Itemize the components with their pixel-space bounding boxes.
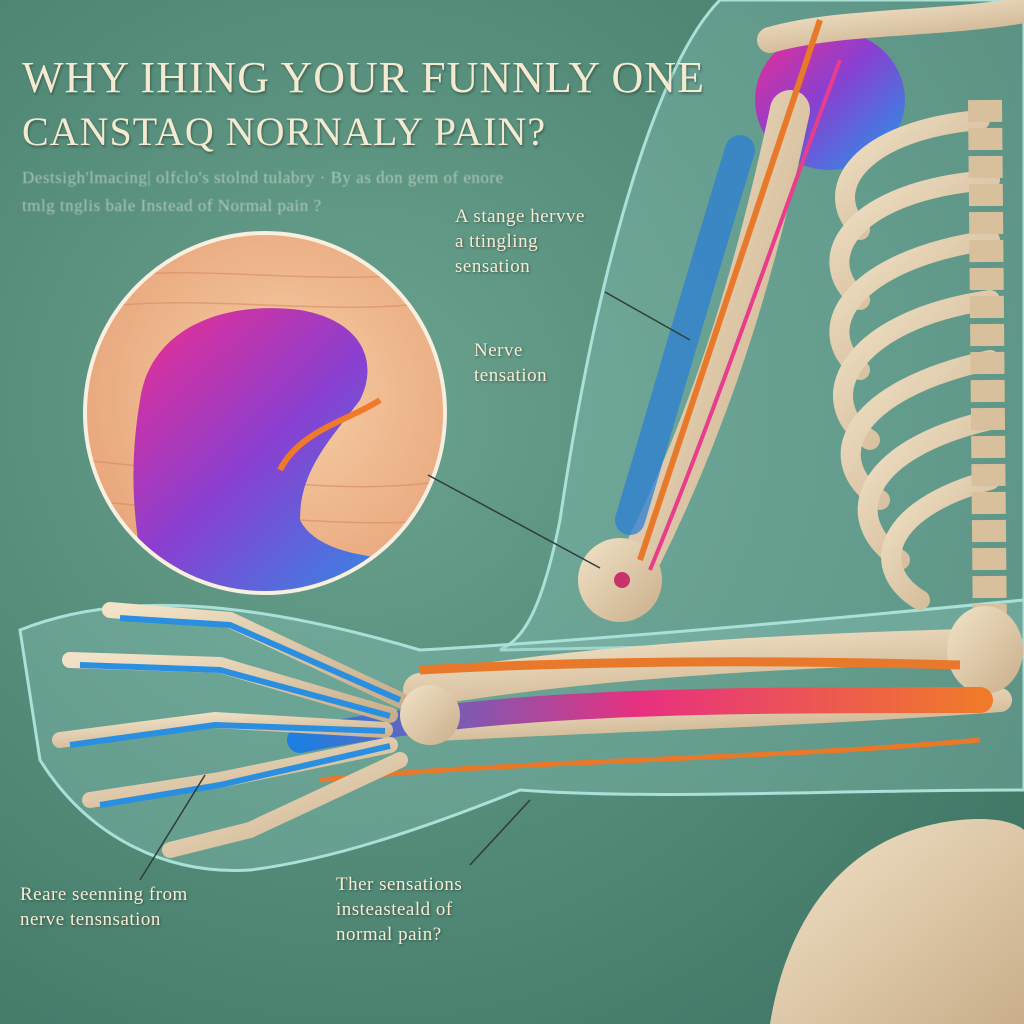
callout-text: insteasteald of (336, 899, 453, 920)
upper-arm-nerve-pink (648, 59, 842, 571)
zoom-nerve-bundle (133, 308, 440, 591)
callout-line-circle (427, 474, 601, 569)
callout-text: Reare seenning from (20, 884, 188, 905)
callout-text: normal pain? (336, 924, 442, 945)
callout-nerve-tensation: Nerve tensation (474, 338, 547, 388)
hand-nerves (69, 615, 402, 808)
callout-sensations: Ther sensations insteasteald of normal p… (336, 872, 462, 947)
page-title-line2: CANSTAQ NORNALY PAIN? (22, 109, 547, 154)
upper-arm-nerve-orange (637, 19, 823, 561)
callout-tingling-sensation: A stange hervve a ttingling sensation (455, 204, 585, 279)
callout-line-tingle (604, 291, 691, 341)
forearm-nerve-lower (319, 737, 981, 783)
wrist-joint (400, 685, 460, 745)
callout-text: sensation (455, 256, 531, 277)
subtitle-line2: tmlg tnglis bale Instead of Normal pain … (22, 196, 322, 215)
pelvis-bone (770, 818, 1024, 1024)
ribcage (829, 110, 1000, 610)
callout-text: tensation (474, 365, 548, 386)
callout-nerve-rare: Reare seenning from nerve tensnsation (20, 882, 188, 932)
spine (968, 99, 1007, 641)
humerus-head-lower (947, 606, 1023, 694)
subtitle-line1: Destsigh'lmacing| olfclo's stolnd tulabr… (22, 168, 504, 187)
elbow-nerve-point (614, 572, 630, 588)
humerus-bone (620, 90, 810, 580)
page-title-line1: WHY IHING YOUR FUNNLY ONE (22, 53, 705, 102)
callout-text: Ther sensations (336, 874, 463, 895)
clavicle-bone (757, 0, 1024, 53)
callout-line-sensations (469, 799, 531, 866)
callout-text: Nerve (474, 340, 523, 361)
zoom-circle-content (87, 235, 443, 591)
callout-line-rare (139, 774, 206, 881)
callout-text: nerve tensnsation (20, 909, 161, 930)
forearm-nerve-orange (419, 657, 961, 675)
callout-text: A stange hervve (455, 206, 585, 227)
callout-text: a ttingling (455, 231, 539, 252)
upper-arm-muscle (615, 135, 755, 535)
